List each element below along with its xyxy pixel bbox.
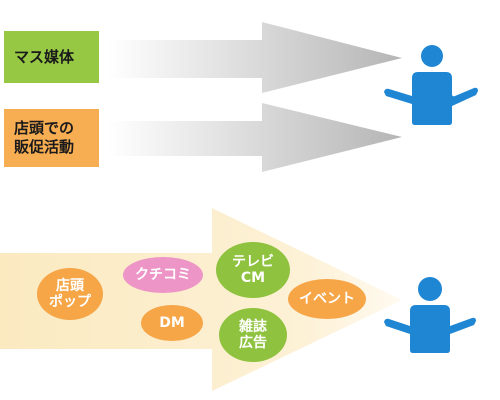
integrated-arrow-icon (0, 208, 402, 391)
event-text: イベント (299, 290, 355, 307)
store-promotion-text-line1: 店頭での (14, 119, 75, 138)
tv-cm-bubble: テレビ CM (216, 242, 290, 298)
store-promotion-text-line2: 販促活動 (14, 138, 75, 156)
tv-cm-text-line1: テレビ (232, 253, 274, 270)
tv-cm-text-line2: CM (240, 270, 266, 286)
event-bubble: イベント (288, 279, 366, 319)
magazine-ad-bubble: 雑誌 広告 (219, 308, 287, 362)
mass-media-arrow-icon (108, 22, 402, 93)
word-of-mouth-bubble: クチコミ (123, 257, 203, 293)
store-pop-text-line2: ポップ (49, 294, 91, 310)
mass-media-label: マス媒体 (4, 31, 99, 83)
store-pop-text-line1: 店頭 (56, 277, 84, 294)
magazine-ad-text-line2: 広告 (239, 335, 267, 351)
store-promotion-label: 店頭での 販促活動 (4, 109, 99, 167)
dm-text: DM (159, 314, 185, 331)
mass-media-text: マス媒体 (14, 47, 75, 66)
word-of-mouth-text: クチコミ (135, 266, 191, 283)
person-icon (384, 277, 476, 353)
dm-bubble: DM (141, 305, 203, 341)
store-pop-bubble: 店頭 ポップ (37, 268, 103, 320)
person-icon (384, 45, 478, 125)
magazine-ad-text-line1: 雑誌 (239, 318, 267, 335)
store-promo-arrow-icon (108, 103, 402, 172)
